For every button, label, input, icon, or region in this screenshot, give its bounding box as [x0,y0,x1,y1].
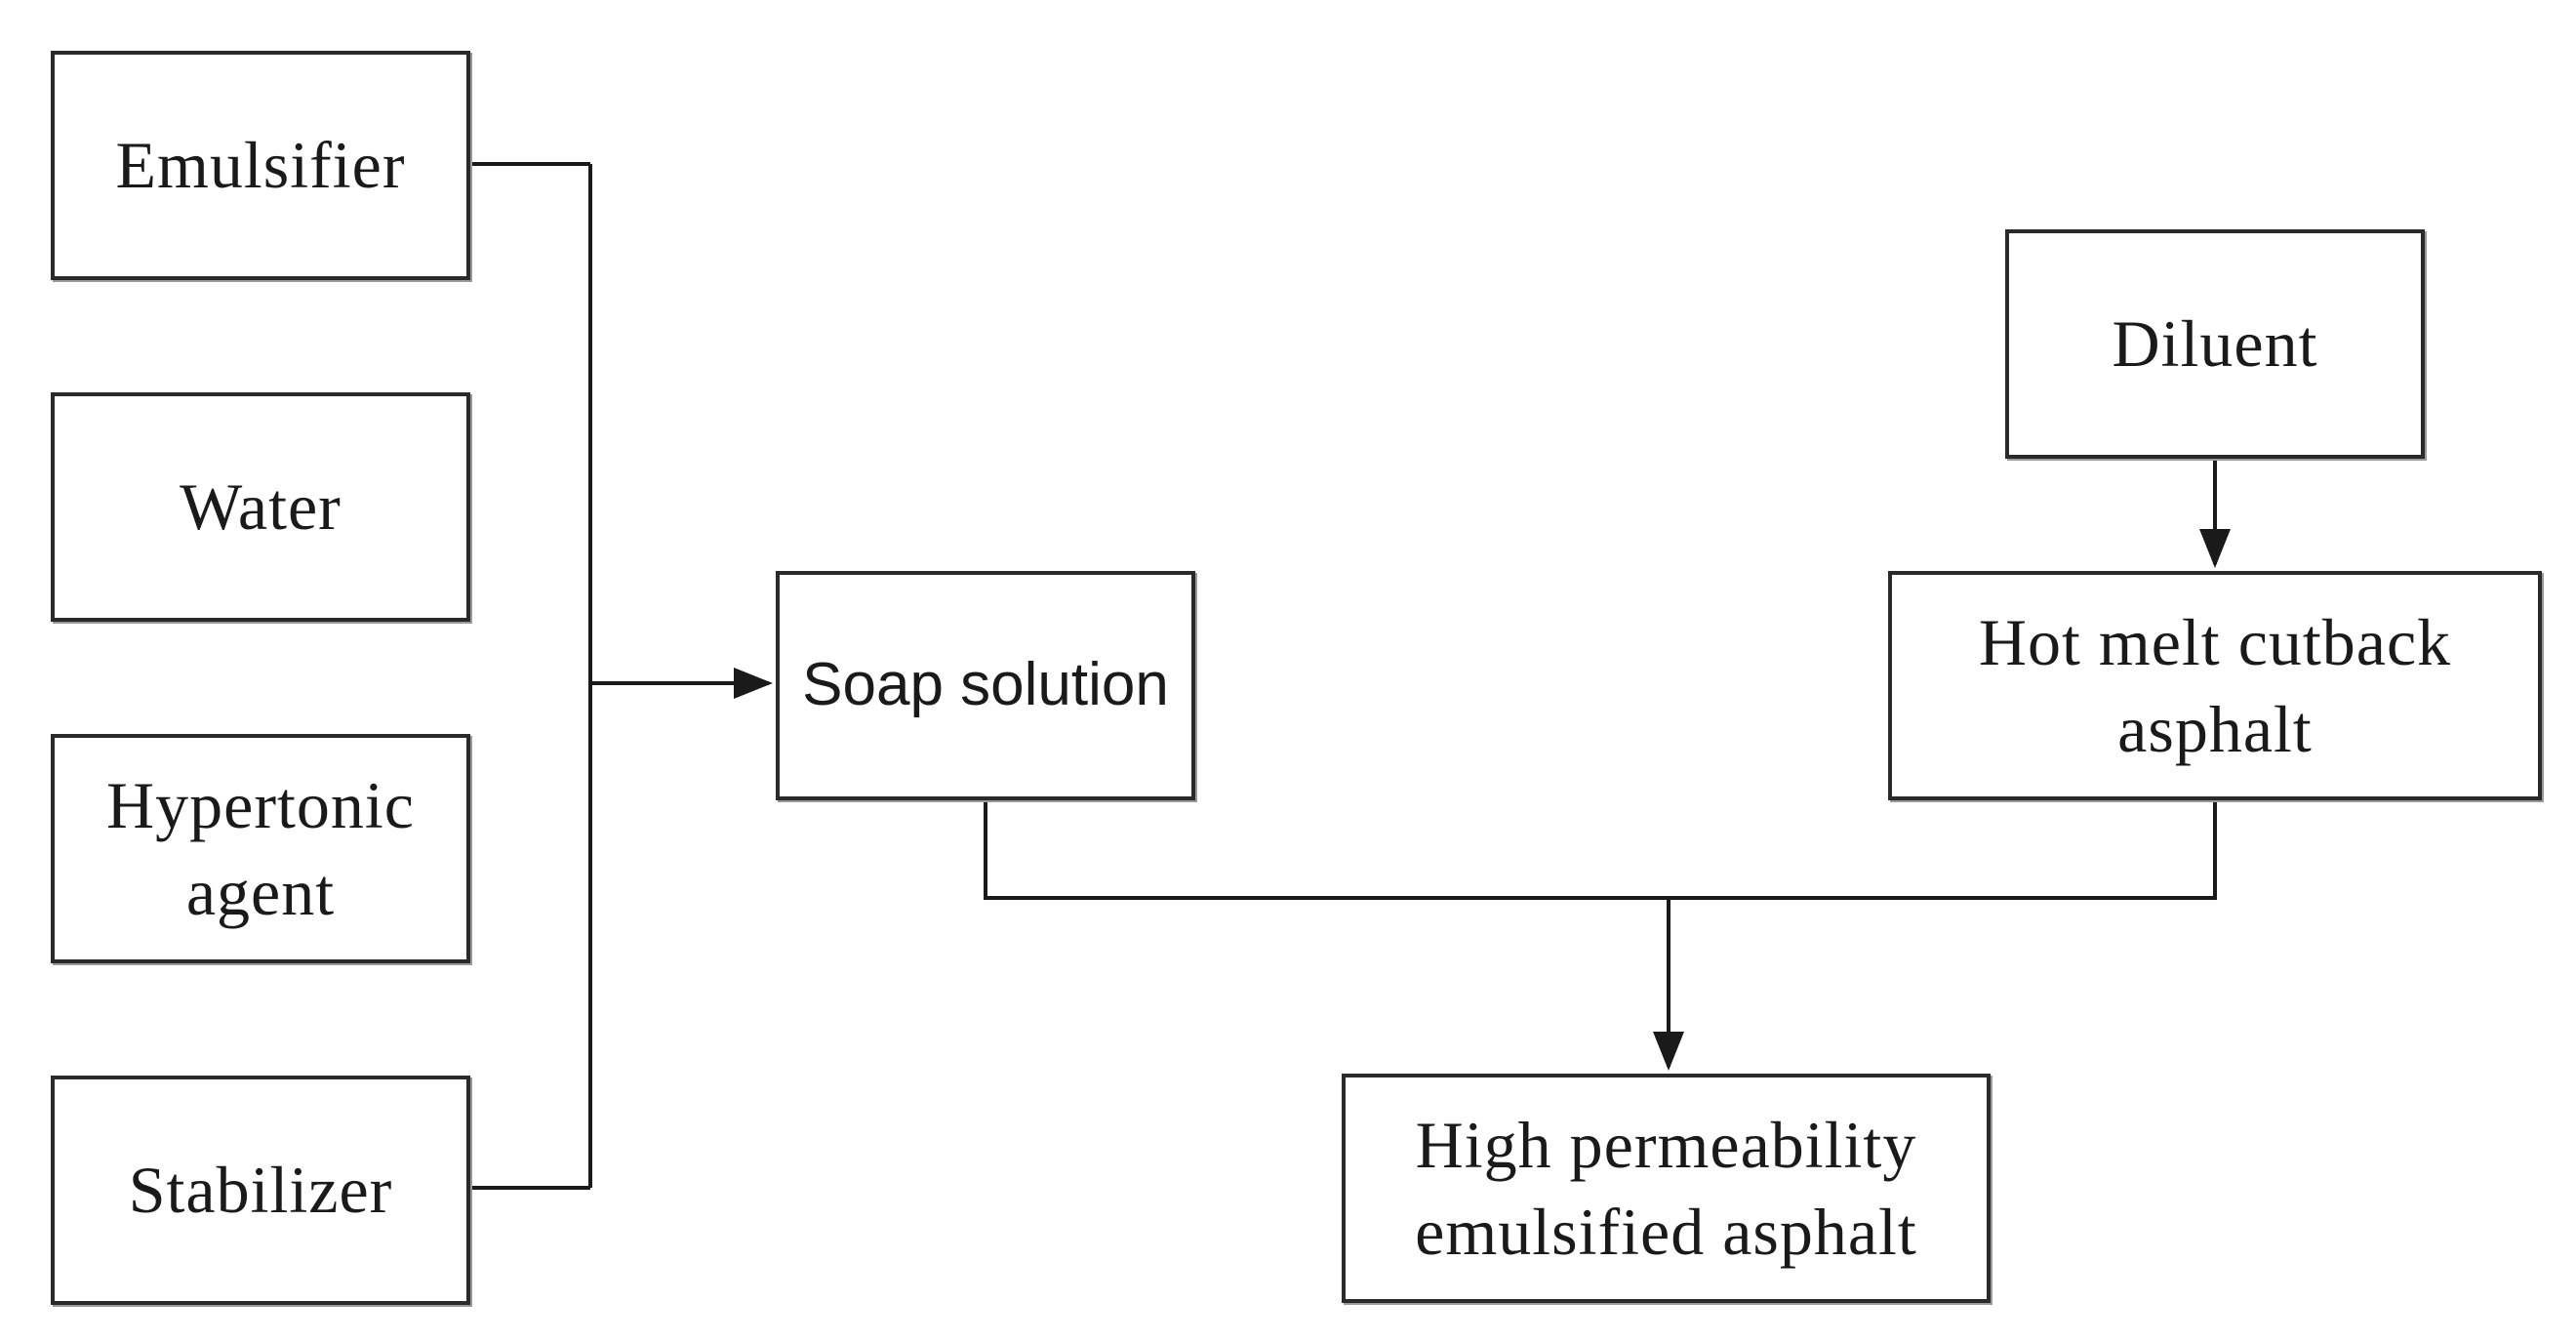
node-label-line-2: agent [185,854,336,929]
node-water: Water [51,392,470,622]
node-label: Emulsifier [115,128,406,203]
node-diluent: Diluent [2005,229,2425,459]
node-label: Soap solution [802,651,1169,719]
node-label-line-2: emulsified asphalt [1415,1194,1917,1269]
node-hot-melt-cutback-asphalt: Hot melt cutback asphalt [1888,571,2542,800]
node-label-line-1: Hot melt cutback [1978,605,2452,680]
node-hypertonic-agent: Hypertonic agent [51,734,470,963]
node-emulsifier: Emulsifier [51,51,470,280]
node-label: Water [180,469,342,545]
node-stabilizer: Stabilizer [51,1076,470,1305]
node-label: Diluent [2112,306,2318,382]
node-label-line-1: Hypertonic [106,768,415,843]
node-high-permeability-emulsified-asphalt: High permeability emulsified asphalt [1342,1074,1991,1303]
node-label-line-2: asphalt [2117,691,2313,766]
node-label-line-1: High permeability [1415,1108,1917,1183]
connector-merge [984,800,2217,900]
node-soap-solution: Soap solution [776,571,1195,800]
node-label: Stabilizer [128,1153,393,1228]
